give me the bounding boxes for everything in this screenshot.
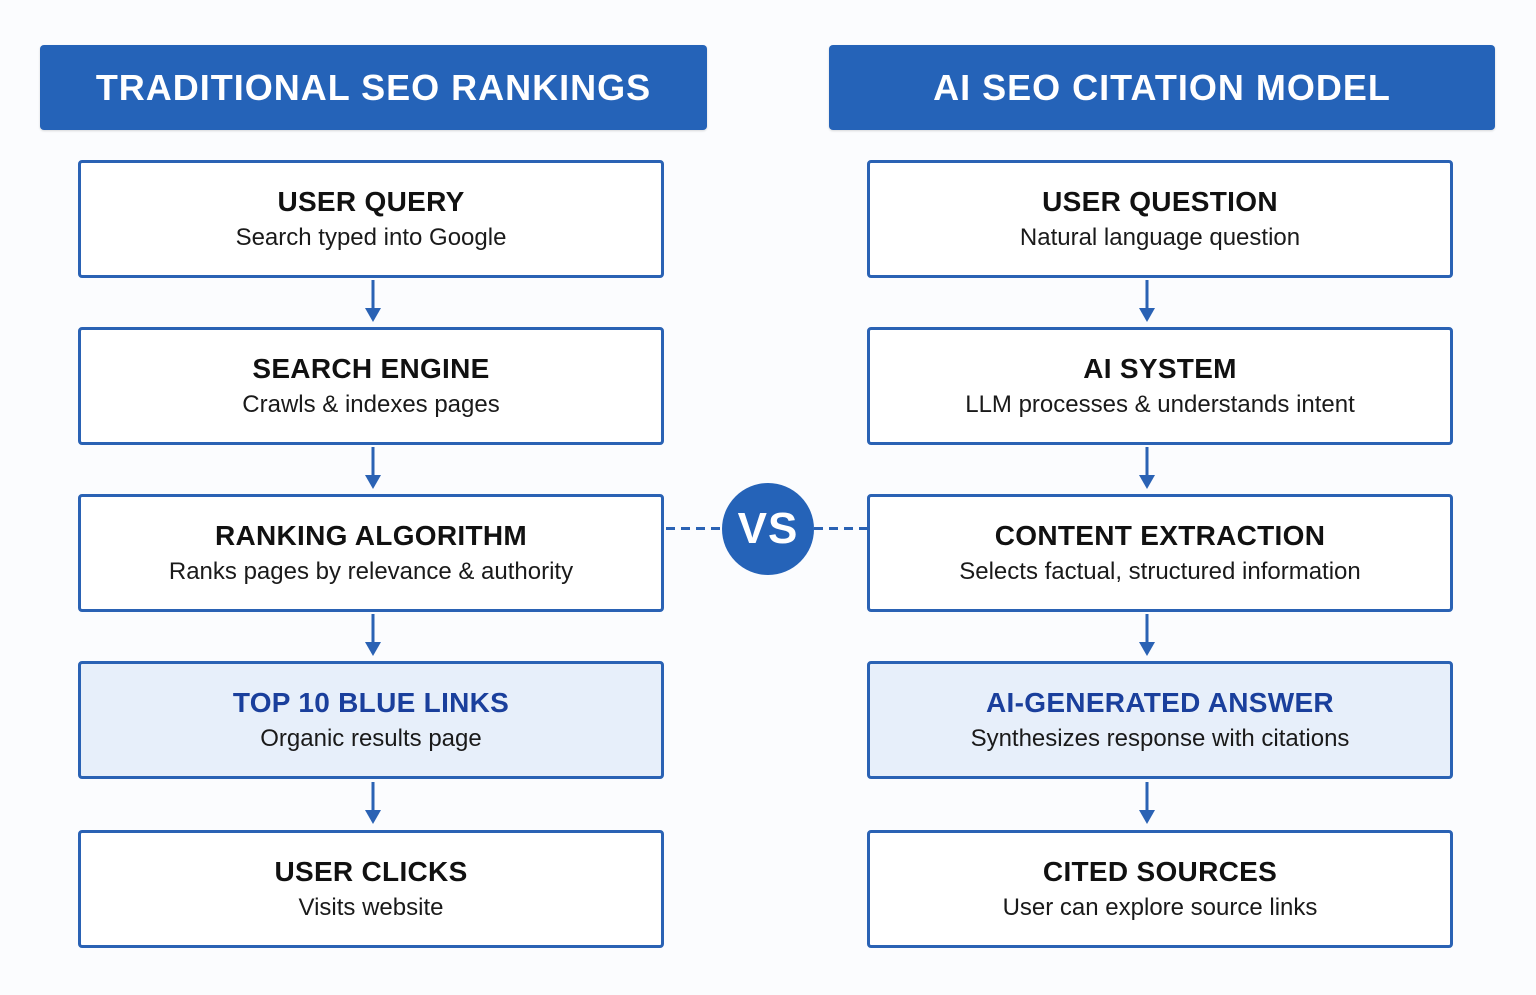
- step-subtitle: Search typed into Google: [235, 223, 507, 251]
- step-title: USER QUESTION: [1042, 185, 1278, 217]
- down-arrow-icon: [365, 280, 381, 322]
- down-arrow-icon: [1139, 614, 1155, 656]
- right-step-cited-sources: CITED SOURCES User can explore source li…: [867, 830, 1453, 948]
- down-arrow-icon: [1139, 782, 1155, 824]
- right-step-user-question: USER QUESTION Natural language question: [867, 160, 1453, 278]
- step-title: USER CLICKS: [274, 855, 468, 887]
- right-column-header: AI SEO CITATION MODEL: [829, 45, 1495, 130]
- step-title: AI SYSTEM: [1083, 352, 1237, 384]
- right-dashed-connector: [814, 527, 867, 530]
- right-step-content-extraction: CONTENT EXTRACTION Selects factual, stru…: [867, 494, 1453, 612]
- right-step-ai-generated-answer: AI-GENERATED ANSWER Synthesizes response…: [867, 661, 1453, 779]
- step-subtitle: Visits website: [298, 893, 444, 921]
- step-title: TOP 10 BLUE LINKS: [232, 686, 510, 718]
- down-arrow-icon: [1139, 280, 1155, 322]
- right-step-ai-system: AI SYSTEM LLM processes & understands in…: [867, 327, 1453, 445]
- step-subtitle: LLM processes & understands intent: [965, 390, 1355, 418]
- step-title: SEARCH ENGINE: [252, 352, 490, 384]
- step-subtitle: Ranks pages by relevance & authority: [168, 557, 574, 585]
- step-subtitle: Synthesizes response with citations: [970, 724, 1350, 752]
- down-arrow-icon: [365, 447, 381, 489]
- step-subtitle: User can explore source links: [1002, 893, 1318, 921]
- left-dashed-connector: [666, 527, 722, 530]
- step-title: CITED SOURCES: [1042, 855, 1278, 887]
- left-step-user-query: USER QUERY Search typed into Google: [78, 160, 664, 278]
- down-arrow-icon: [365, 782, 381, 824]
- left-step-ranking-algorithm: RANKING ALGORITHM Ranks pages by relevan…: [78, 494, 664, 612]
- left-step-top-10-blue-links: TOP 10 BLUE LINKS Organic results page: [78, 661, 664, 779]
- step-title: AI-GENERATED ANSWER: [986, 686, 1334, 718]
- left-column-header: TRADITIONAL SEO RANKINGS: [40, 45, 707, 130]
- vs-badge: VS: [722, 483, 814, 575]
- step-subtitle: Organic results page: [260, 724, 482, 752]
- step-title: RANKING ALGORITHM: [214, 519, 528, 551]
- step-subtitle: Natural language question: [1019, 223, 1301, 251]
- step-subtitle: Selects factual, structured information: [959, 557, 1361, 585]
- down-arrow-icon: [1139, 447, 1155, 489]
- down-arrow-icon: [365, 614, 381, 656]
- left-step-search-engine: SEARCH ENGINE Crawls & indexes pages: [78, 327, 664, 445]
- left-step-user-clicks: USER CLICKS Visits website: [78, 830, 664, 948]
- step-subtitle: Crawls & indexes pages: [242, 390, 500, 418]
- step-title: USER QUERY: [277, 185, 465, 217]
- step-title: CONTENT EXTRACTION: [994, 519, 1326, 551]
